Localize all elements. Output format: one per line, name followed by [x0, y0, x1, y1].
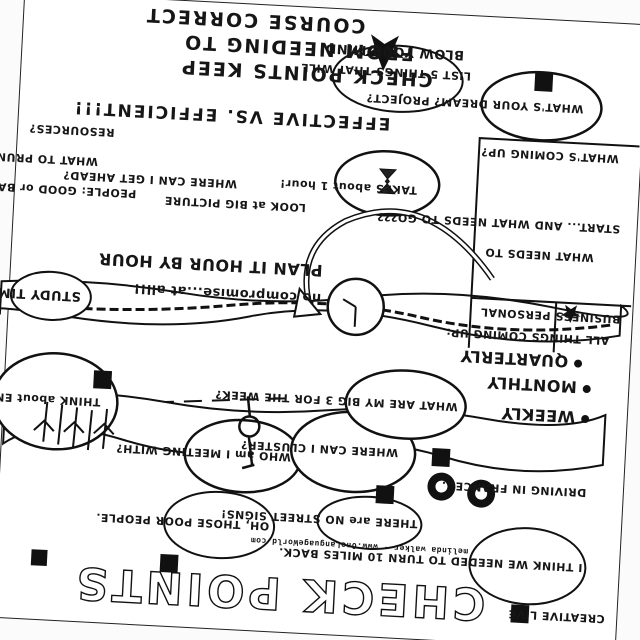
bubble-oh-poor-people — [163, 490, 276, 560]
dash-line — [165, 397, 286, 404]
redact-1 — [30, 549, 48, 567]
banner-texture — [30, 301, 611, 332]
small-star-icon — [560, 304, 581, 324]
redact-7 — [159, 553, 179, 573]
redact-3 — [93, 370, 113, 390]
redact-2 — [534, 72, 554, 92]
bubble-street-signs — [316, 495, 423, 550]
plants-sketch — [33, 401, 115, 451]
bubble-study-time — [9, 270, 92, 321]
grid-line-1 — [471, 296, 632, 308]
grid-line-2 — [552, 302, 558, 353]
curved-arrow-inner — [304, 209, 494, 310]
arrow-head — [292, 286, 323, 318]
clock-hand-1 — [353, 306, 357, 327]
bubble-turn-back — [468, 527, 587, 606]
clock-hand-2 — [342, 298, 357, 308]
hourglass-icon — [377, 168, 398, 195]
bullet-quarterly — [574, 359, 583, 368]
grid-frame — [467, 137, 640, 348]
star-icon — [363, 34, 404, 71]
bubble-big3 — [344, 369, 467, 440]
redact-6 — [510, 604, 530, 624]
bullet-weekly — [581, 415, 590, 424]
bullet-monthly — [582, 385, 591, 394]
redact-4 — [431, 448, 451, 467]
redact-5 — [375, 485, 395, 505]
cadence-weekly: WEEKLY — [500, 403, 576, 427]
bubble-blow-mind — [331, 44, 464, 113]
bubble-think-energy — [0, 351, 119, 451]
